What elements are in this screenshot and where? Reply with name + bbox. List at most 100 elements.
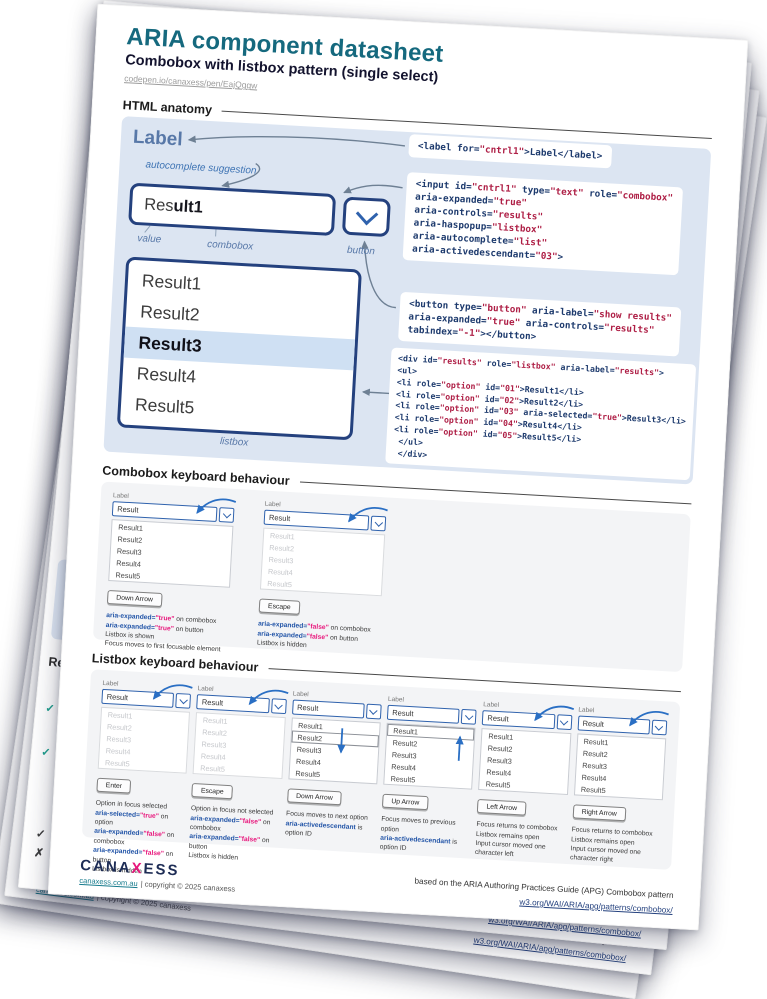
chevron-down-icon — [179, 695, 187, 703]
mini-combobox-input: Result — [577, 716, 650, 735]
mini-combobox-input: Result — [482, 710, 555, 729]
mini-combobox: Result — [101, 689, 191, 709]
check-icon — [38, 774, 50, 775]
combobox-typed-value: Res — [144, 195, 174, 216]
mini-combobox: Result — [292, 700, 382, 720]
key-cap: Enter — [96, 778, 131, 794]
back-page-legend: ✓ ✗ — [33, 826, 46, 865]
check-icon — [46, 686, 58, 687]
button-code: <button type="button" aria-label="show r… — [398, 292, 681, 357]
footer-left: CANAXESS canaxess.com.au| copyright © 20… — [79, 857, 236, 894]
canaxess-site-link[interactable]: canaxess.com.au — [79, 876, 138, 888]
chevron-down-icon — [274, 701, 282, 709]
codepen-link[interactable]: codepen.io/canaxess/pen/EajQggw — [124, 73, 258, 90]
mini-combobox: Result — [482, 710, 572, 730]
mini-dropdown-button — [556, 714, 572, 730]
chevron-down-icon — [222, 510, 230, 518]
datasheet-content: ARIA component datasheet Combobox with l… — [49, 5, 748, 930]
mini-dropdown-button — [651, 720, 667, 736]
input-code: <input id="cntrl1" type="text" role="com… — [403, 172, 683, 275]
caption-combobox: combobox — [207, 239, 254, 253]
key-cap: Down Arrow — [107, 590, 162, 607]
mini-combobox-input: Result — [292, 700, 365, 719]
caption-value: value — [137, 233, 161, 245]
mini-combobox-input: Result — [387, 705, 460, 724]
mini-dropdown-button — [176, 693, 192, 709]
label-arrow — [189, 131, 405, 152]
chevron-down-icon — [560, 717, 568, 725]
key-cap: Escape — [259, 599, 300, 615]
mini-dropdown-button — [271, 698, 287, 714]
label-diagram: Label — [132, 127, 183, 152]
listbox-code: <div id="results" role="listbox" aria-la… — [385, 348, 696, 481]
mini-combobox-input: Result — [264, 510, 370, 531]
dropdown-button-diagram — [342, 197, 391, 238]
label-code: <label for="cntrl1">Label</label> — [408, 134, 612, 168]
chevron-down-icon — [374, 518, 382, 526]
apg-note: based on the ARIA Authoring Practices Gu… — [414, 877, 674, 900]
caption-button: button — [347, 245, 375, 258]
key-cap: Down Arrow — [287, 789, 342, 806]
key-cap: Up Arrow — [382, 794, 429, 811]
footer-right: based on the ARIA Authoring Practices Gu… — [413, 877, 674, 918]
key-cap: Left Arrow — [477, 799, 526, 816]
section-title: HTML anatomy — [122, 98, 212, 117]
cross-icon: ✗ — [34, 845, 45, 860]
tick-icon: ✓ — [35, 826, 46, 841]
mini-combobox: Result — [196, 694, 286, 714]
chevron-down-icon — [355, 203, 378, 226]
mini-dropdown-button — [366, 704, 382, 720]
input-code-arrow — [344, 183, 402, 196]
chevron-down-icon — [655, 722, 663, 730]
mini-dropdown-button — [219, 507, 235, 523]
chevron-down-icon — [370, 706, 378, 714]
anatomy-panel: Label <label for="cntrl1">Label</label> … — [103, 116, 711, 484]
mini-dropdown-button — [461, 709, 477, 725]
check-icon: ✓ — [43, 701, 56, 715]
key-cap: Right Arrow — [572, 804, 626, 821]
mini-combobox: Result — [387, 705, 477, 725]
key-cap: Escape — [192, 783, 233, 799]
listbox-code-arrow — [363, 392, 389, 393]
mini-dropdown-button — [370, 516, 386, 532]
apg-pattern-link[interactable]: w3.org/WAI/ARIA/apg/patterns/combobox/ — [519, 897, 673, 915]
mini-combobox: Result — [577, 716, 667, 736]
check-icon: ✓ — [39, 745, 52, 759]
mini-combobox-input: Result — [112, 501, 218, 522]
check-icon — [42, 730, 54, 731]
page-1: ARIA component datasheet Combobox with l… — [48, 3, 749, 930]
